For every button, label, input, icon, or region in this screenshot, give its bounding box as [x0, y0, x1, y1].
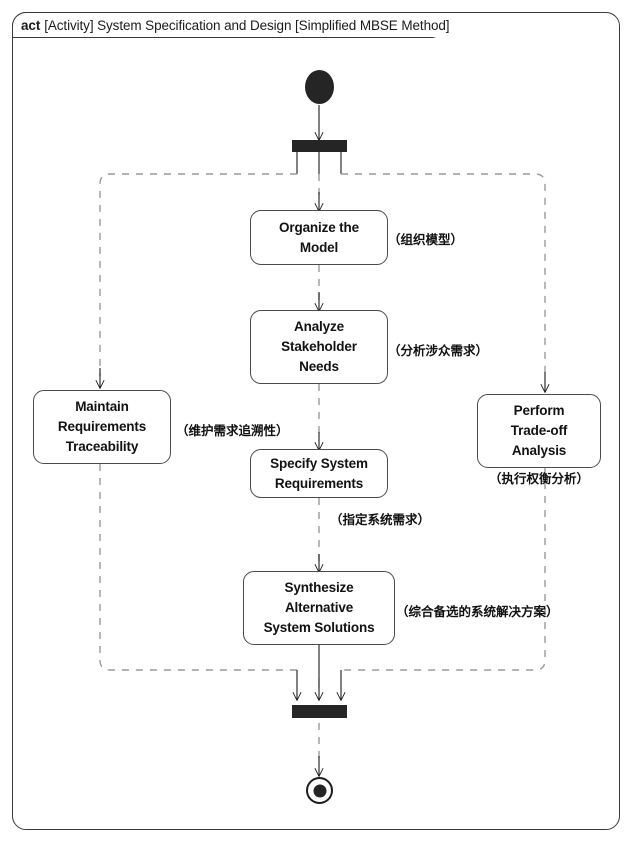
annotation-perform-trade-off-analysis: （执行权衡分析） — [489, 471, 590, 486]
action-label-line: System Solutions — [263, 620, 375, 635]
annotation-specify-system-requirements: （指定系统需求） — [330, 512, 431, 527]
diagram-title-tab: act[Activity] System Specification and D… — [12, 12, 460, 38]
action-label-line: Organize the — [279, 219, 359, 235]
action-perform-trade-off-analysis[interactable]: Perform Trade-off Analysis — [477, 394, 601, 468]
action-label: Specify System Requirements — [270, 454, 368, 494]
annotation-synthesize-alternative-system-solutions: （综合备选的系统解决方案） — [396, 604, 559, 619]
action-analyze-stakeholder-needs[interactable]: Analyze Stakeholder Needs — [250, 310, 388, 384]
action-label: Perform Trade-off Analysis — [510, 401, 568, 461]
action-label-line: Requirements — [274, 475, 364, 491]
action-label-line: Trade-off — [510, 423, 568, 438]
action-label-line: Alternative — [284, 600, 354, 615]
fork-bar[interactable] — [292, 140, 347, 152]
annotation-analyze-stakeholder-needs: （分析涉众需求） — [388, 343, 489, 358]
action-synthesize-alternative-system-solutions[interactable]: Synthesize Alternative System Solutions — [243, 571, 395, 645]
action-organize-the-model[interactable]: Organize the Model — [250, 210, 388, 265]
action-label-line: Requirements — [57, 419, 147, 434]
action-label-line: Analyze — [294, 319, 344, 334]
action-label-line: Stakeholder — [281, 339, 357, 354]
action-label-line: Model — [299, 239, 339, 255]
page-title: [Activity] System Specification and Desi… — [44, 17, 450, 33]
action-label-line: Specify System — [270, 455, 368, 471]
action-label: Analyze Stakeholder Needs — [281, 317, 357, 377]
action-label-line: Perform — [513, 403, 565, 418]
activity-final-node[interactable] — [306, 777, 333, 804]
action-specify-system-requirements[interactable]: Specify System Requirements — [250, 449, 388, 498]
diagram-kind-keyword: act — [21, 17, 41, 33]
action-label: Organize the Model — [279, 218, 359, 258]
action-label-line: Synthesize — [284, 580, 354, 595]
initial-node[interactable] — [305, 70, 334, 104]
action-label-line: Needs — [299, 359, 339, 374]
action-maintain-requirements-traceability[interactable]: Maintain Requirements Traceability — [33, 390, 171, 464]
join-bar[interactable] — [292, 705, 347, 718]
annotation-organize-the-model: （组织模型） — [388, 232, 464, 247]
action-label: Synthesize Alternative System Solutions — [264, 578, 375, 638]
action-label-line: Analysis — [511, 443, 567, 458]
annotation-maintain-requirements-traceability: （维护需求追溯性） — [176, 423, 289, 438]
action-label-line: Traceability — [65, 439, 139, 454]
action-label: Maintain Requirements Traceability — [58, 397, 146, 457]
action-label-line: Maintain — [75, 399, 129, 414]
